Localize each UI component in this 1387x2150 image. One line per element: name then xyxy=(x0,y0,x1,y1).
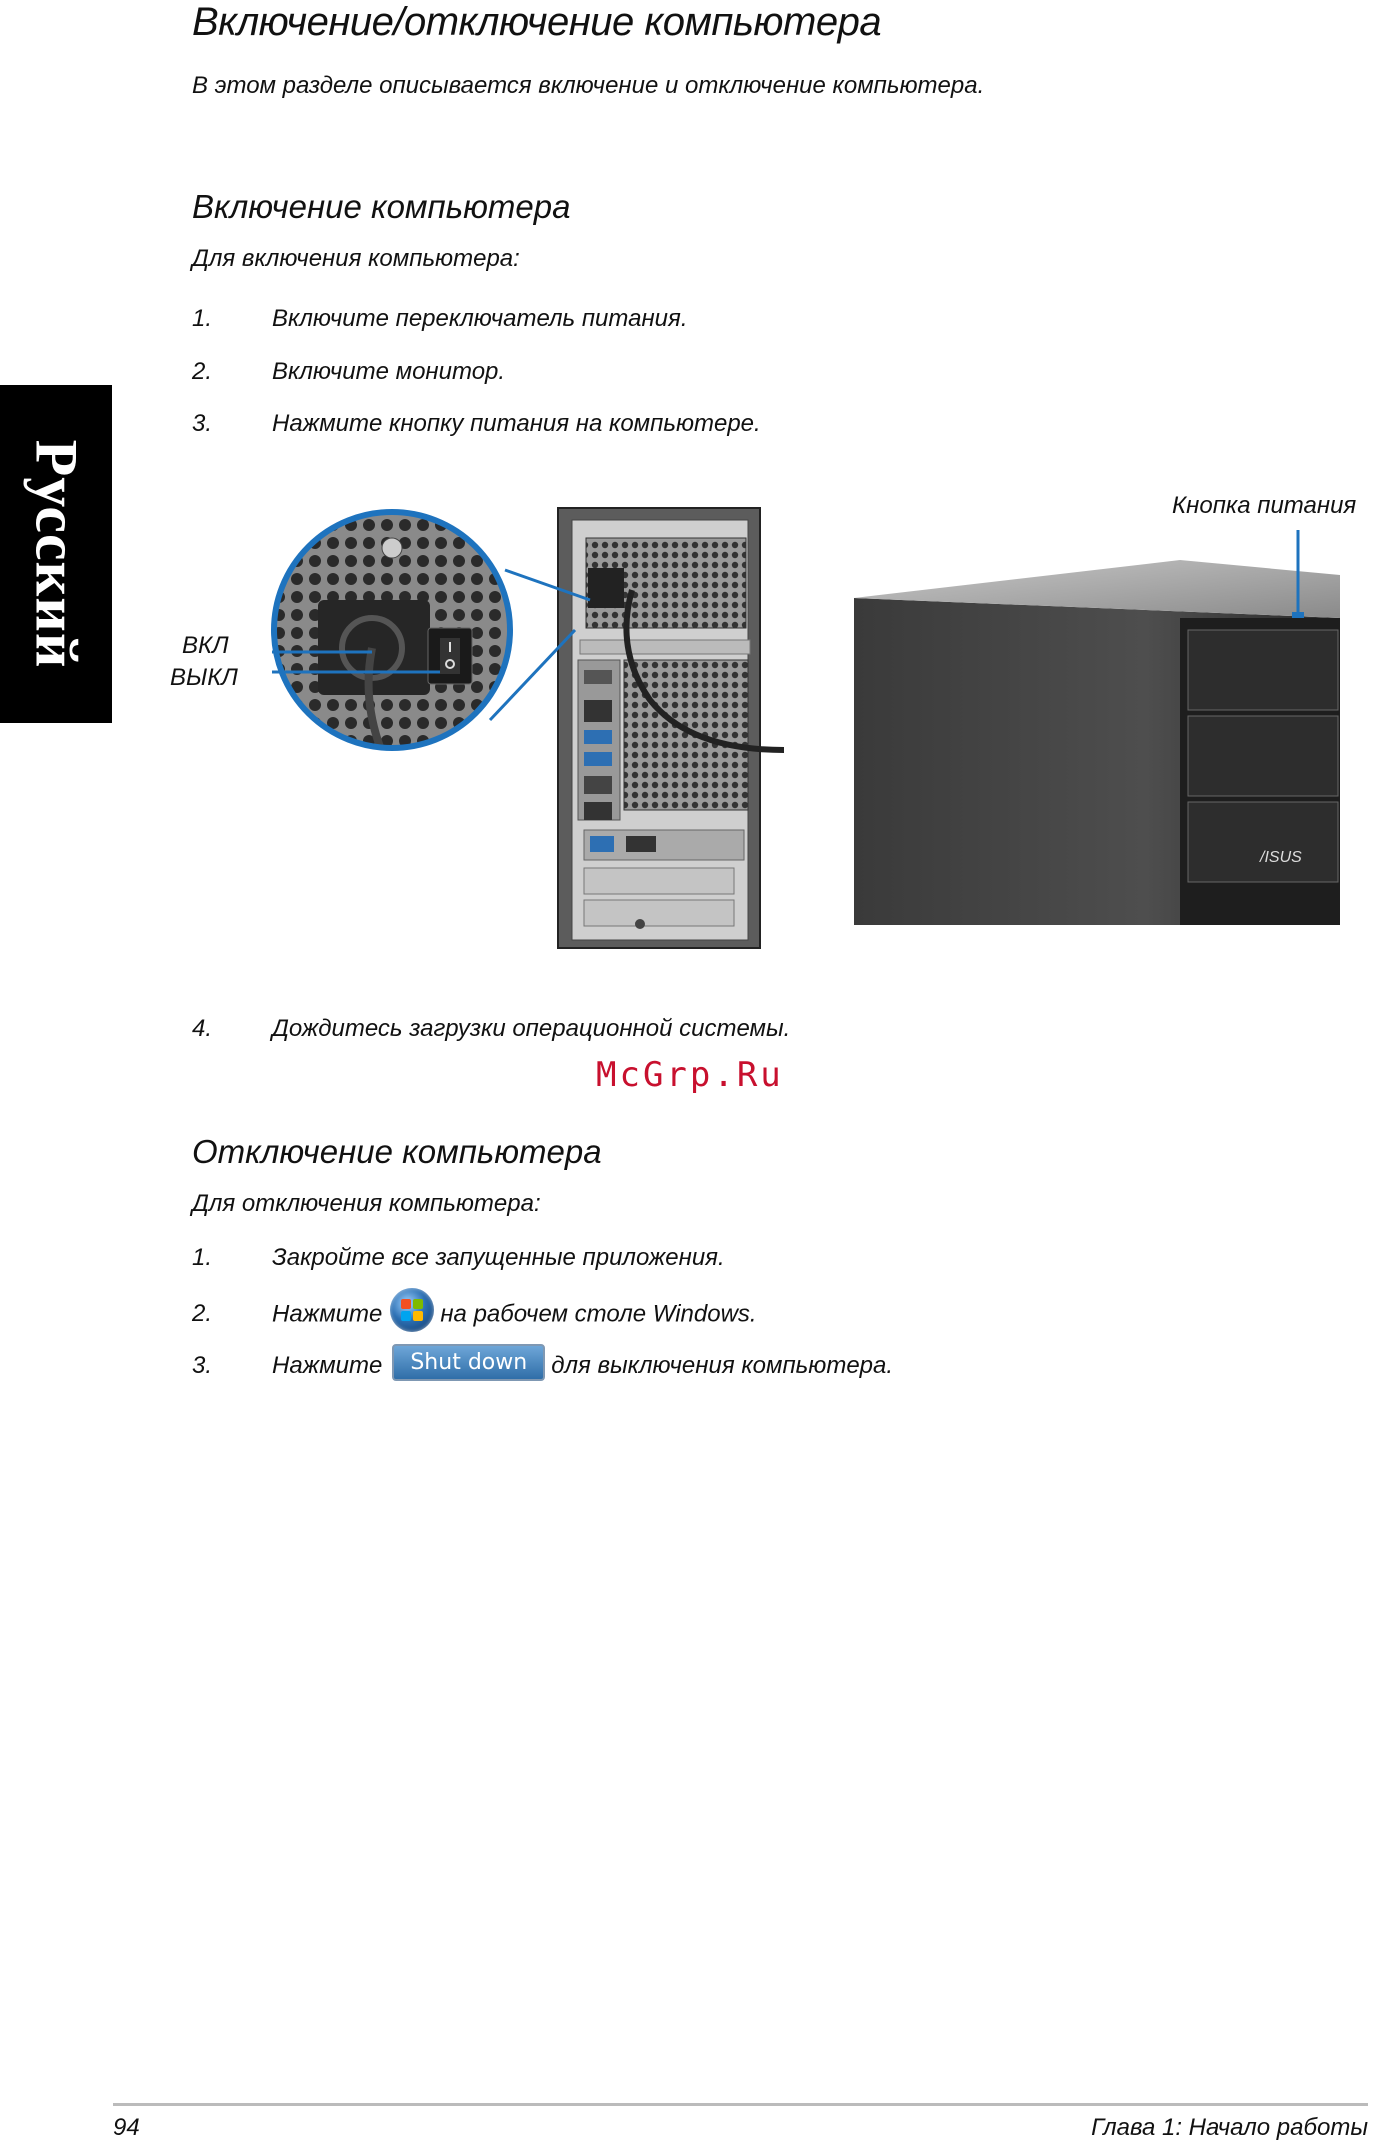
step-text: Закройте все запущенные приложения. xyxy=(272,1244,725,1271)
step-number: 3. xyxy=(192,1352,213,1379)
step-text: Дождитесь загрузки операционной системы. xyxy=(272,1015,791,1042)
windows-start-icon xyxy=(390,1288,435,1332)
step-number: 1. xyxy=(192,305,213,332)
front-tower-illustration: /ISUS xyxy=(854,530,1340,925)
page-title: Включение/отключение компьютера xyxy=(192,0,882,44)
rear-tower-illustration xyxy=(557,507,785,949)
chapter-title: Глава 1: Начало работы xyxy=(1091,2114,1368,2141)
language-tab: Русский xyxy=(0,385,112,723)
intro-text: В этом разделе описывается включение и о… xyxy=(192,72,985,99)
asus-logo: /ISUS xyxy=(1259,849,1302,866)
step-number: 3. xyxy=(192,410,213,437)
watermark: McGrp.Ru xyxy=(596,1055,784,1095)
power-on-heading: Включение компьютера xyxy=(192,188,571,225)
power-off-heading: Отключение компьютера xyxy=(192,1133,602,1170)
footer-divider xyxy=(113,2103,1368,2106)
page-number: 94 xyxy=(113,2114,140,2141)
label-off: ВЫКЛ xyxy=(170,664,238,691)
power-off-step-1: 1. Закройте все запущенные приложения. xyxy=(192,1244,725,1272)
power-on-step-1: 1. Включите переключатель питания. xyxy=(192,305,688,333)
step-text: Включите монитор. xyxy=(272,358,506,385)
label-on: ВКЛ xyxy=(182,632,229,659)
step-text: Нажмите кнопку питания на компьютере. xyxy=(272,410,761,437)
power-on-subtitle: Для включения компьютера: xyxy=(192,245,520,272)
power-on-step-3: 3. Нажмите кнопку питания на компьютере. xyxy=(192,410,761,438)
label-power-button: Кнопка питания xyxy=(1172,492,1357,519)
step-number: 2. xyxy=(192,1300,213,1328)
step-text-before: Нажмите xyxy=(272,1300,383,1328)
step-text-after: на рабочем столе Windows. xyxy=(440,1300,757,1328)
step-text-before: Нажмите xyxy=(272,1352,383,1379)
step-text-after: для выключения компьютера. xyxy=(551,1352,894,1379)
power-on-step-4: 4. Дождитесь загрузки операционной систем… xyxy=(192,1015,790,1043)
step-text: Включите переключатель питания. xyxy=(272,305,688,332)
shut-down-button-image: Shut down xyxy=(392,1344,546,1382)
power-on-step-2: 2. Включите монитор. xyxy=(192,358,505,386)
step-number: 1. xyxy=(192,1244,213,1271)
power-off-subtitle: Для отключения компьютера: xyxy=(192,1190,541,1217)
power-switch-zoom xyxy=(271,509,591,751)
step-number: 2. xyxy=(192,358,213,385)
computer-figure: /ISUS xyxy=(271,507,1340,949)
step-number: 4. xyxy=(192,1015,213,1042)
power-off-step-2: 2. Нажмите на рабочем столе Windows. xyxy=(192,1288,757,1332)
